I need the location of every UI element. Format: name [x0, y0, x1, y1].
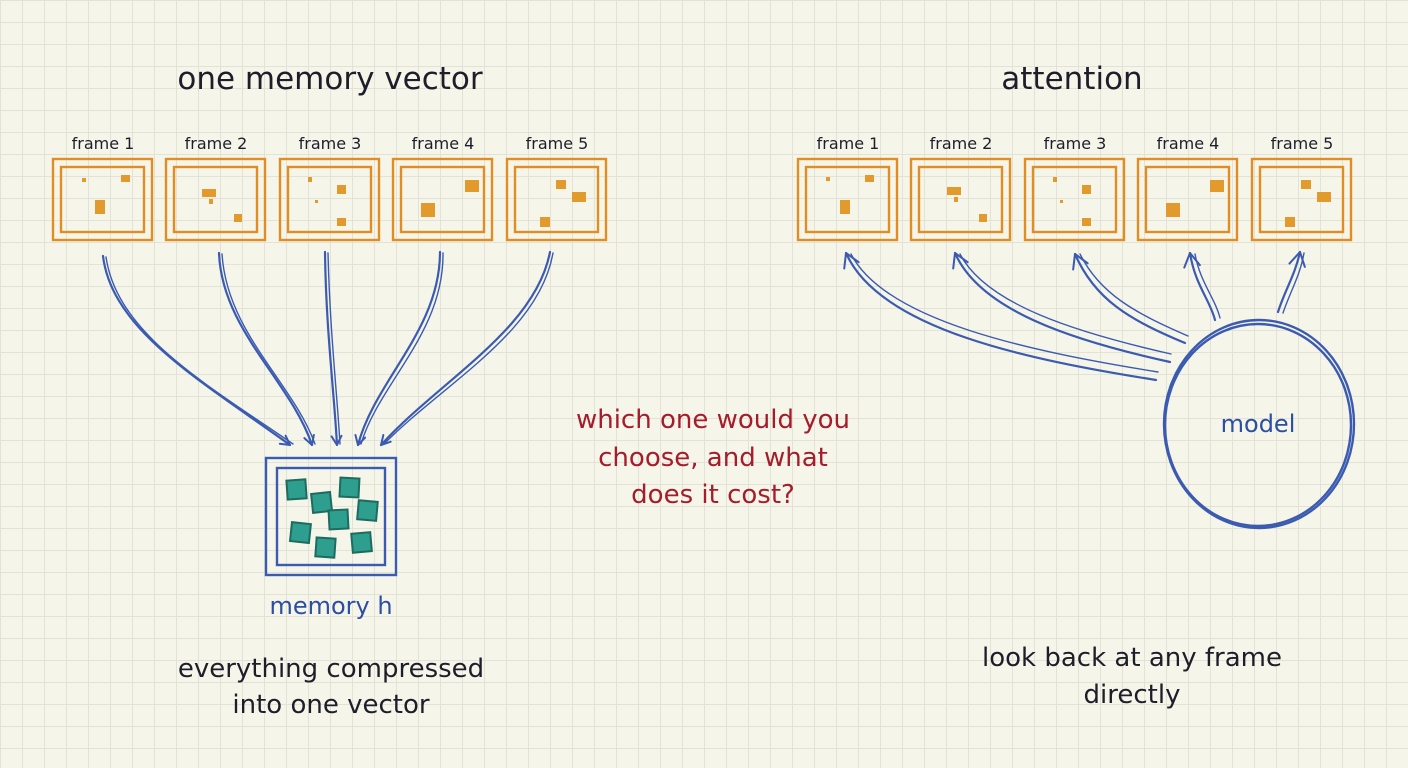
question-line-1: which one would you	[576, 405, 850, 435]
right-frame-label-4: frame 4	[1157, 134, 1220, 153]
arrow-frame4-to-memory	[354, 250, 442, 447]
arrow-frame5-to-memory	[379, 250, 552, 447]
memory-cell	[285, 478, 308, 501]
right-frame-3	[1023, 157, 1126, 242]
arrow-frame2-to-memory	[217, 251, 315, 447]
right-frame-labels: frame 1 frame 2 frame 3 frame 4 frame 5	[817, 134, 1334, 153]
left-frame-label-1: frame 1	[72, 134, 135, 153]
sprite-icon	[1053, 177, 1091, 226]
right-frame-label-1: frame 1	[817, 134, 880, 153]
right-frame-5	[1250, 157, 1353, 242]
sprite-icon	[947, 187, 987, 222]
memory-cell	[338, 476, 361, 499]
left-arrows	[101, 250, 554, 447]
arrow-frame1-to-memory	[101, 254, 292, 447]
right-caption-line-2: directly	[1084, 680, 1181, 710]
right-frame-label-2: frame 2	[930, 134, 993, 153]
left-frame-label-4: frame 4	[412, 134, 475, 153]
right-frame-2	[909, 157, 1012, 242]
left-frame-5	[505, 157, 608, 242]
left-frame-2	[164, 157, 267, 242]
arrow-model-to-frame3	[1072, 252, 1187, 345]
question-line-3: does it cost?	[631, 480, 795, 510]
memory-box	[264, 456, 398, 577]
memory-cell	[288, 521, 312, 545]
left-frames	[51, 157, 608, 242]
arrow-model-to-frame2	[952, 251, 1172, 364]
left-frame-4	[391, 157, 494, 242]
memory-cell	[356, 499, 379, 522]
left-frame-label-2: frame 2	[185, 134, 248, 153]
left-frame-label-5: frame 5	[526, 134, 589, 153]
right-frame-4	[1136, 157, 1239, 242]
question-line-2: choose, and what	[598, 443, 828, 473]
sprite-icon	[202, 189, 242, 222]
left-frame-1	[51, 157, 154, 242]
memory-cell	[310, 490, 334, 514]
left-caption-line-1: everything compressed	[178, 654, 484, 684]
left-frame-labels: frame 1 frame 2 frame 3 frame 4 frame 5	[72, 134, 589, 153]
sprite-icon	[826, 175, 874, 214]
sprite-icon	[82, 175, 130, 214]
right-arrows	[843, 250, 1306, 382]
left-caption-line-2: into one vector	[232, 690, 429, 720]
arrow-model-to-frame1	[843, 251, 1158, 382]
sprite-icon	[421, 180, 479, 217]
right-frame-label-5: frame 5	[1271, 134, 1334, 153]
left-title: one memory vector	[177, 61, 483, 97]
right-frame-1	[796, 157, 899, 242]
arrow-model-to-frame4	[1183, 251, 1217, 322]
right-frames	[796, 157, 1353, 242]
memory-cell	[350, 531, 373, 554]
arrow-frame3-to-memory	[323, 250, 343, 447]
memory-label: memory h	[269, 592, 392, 620]
right-caption-line-1: look back at any frame	[982, 643, 1282, 673]
left-frame-label-3: frame 3	[299, 134, 362, 153]
left-frame-3	[278, 157, 381, 242]
sprite-icon	[1166, 180, 1224, 217]
sprite-icon	[1285, 180, 1331, 227]
memory-cell	[314, 536, 337, 559]
right-frame-label-3: frame 3	[1044, 134, 1107, 153]
right-title: attention	[1001, 61, 1142, 97]
arrow-model-to-frame5	[1276, 250, 1306, 314]
memory-cell	[327, 508, 350, 531]
model-label: model	[1221, 410, 1296, 438]
sprite-icon	[540, 180, 586, 227]
model-node	[1162, 318, 1356, 530]
sprite-icon	[308, 177, 346, 226]
